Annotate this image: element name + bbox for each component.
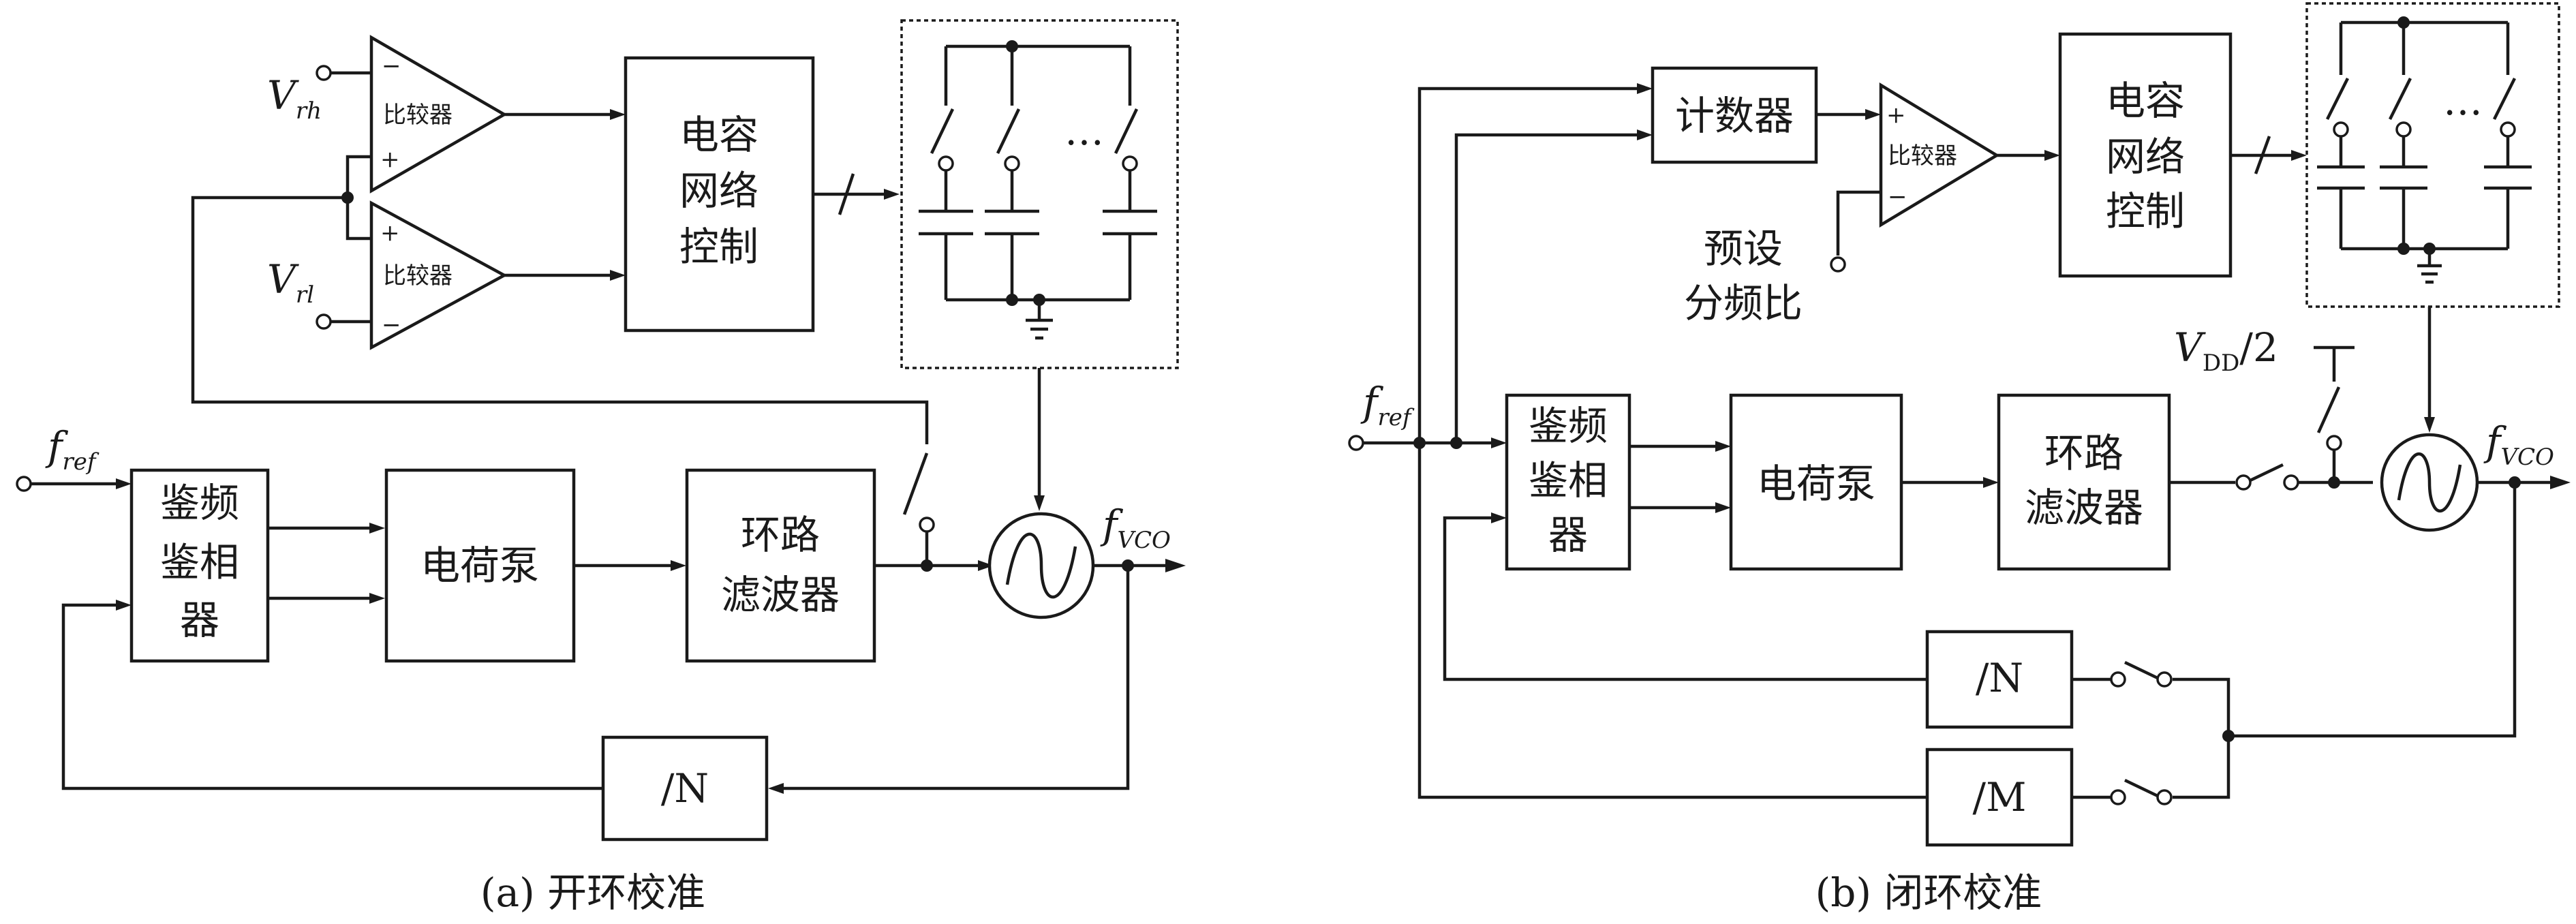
loop-filter-b-line-2: 滤波器 bbox=[2025, 484, 2143, 531]
counter-label: 计数器 bbox=[1675, 93, 1794, 139]
comparator-b: + − 比较器 bbox=[1879, 82, 2000, 228]
loop-filter-block-a bbox=[685, 468, 876, 663]
comparator-plus-sign: + bbox=[380, 146, 400, 173]
divider-n-label-b: /N bbox=[1976, 655, 2023, 701]
preset-line-2: 分频比 bbox=[1684, 280, 1803, 326]
cap-control-b-line-2: 网络 bbox=[2106, 134, 2185, 180]
cap-control-line-1: 电容 bbox=[679, 112, 758, 158]
pfd-b-line-3: 器 bbox=[1548, 512, 1588, 558]
charge-pump-label-a: 电荷泵 bbox=[420, 542, 539, 589]
fref-label-a: fref bbox=[45, 423, 99, 476]
cap-bank-b-ellipsis: … bbox=[2443, 78, 2483, 124]
vrl-terminal bbox=[316, 313, 332, 330]
divider-m-block-b bbox=[1925, 748, 2074, 847]
cap-control-line-2: 网络 bbox=[679, 168, 758, 214]
preset-terminal bbox=[1830, 256, 1846, 273]
caption-a: (a) 开环校准 bbox=[480, 869, 705, 916]
pfd-line-3: 器 bbox=[180, 597, 219, 643]
fref-terminal-b bbox=[1348, 435, 1364, 451]
vco-b bbox=[2380, 433, 2479, 532]
pfd-block-b bbox=[1505, 393, 1631, 571]
divider-m-label-b: /M bbox=[1973, 774, 2027, 820]
fvco-label-a: fVCO bbox=[1100, 502, 1171, 554]
vdd-label: VDD/2 bbox=[2174, 324, 2278, 377]
open-loop-diagram: − + 比较器 + − 比较器 Vrh Vrl 电容 网络 控制 bbox=[16, 19, 1186, 916]
comparator-minus-sign: − bbox=[382, 52, 401, 80]
comparator-b-plus: + bbox=[1886, 102, 1906, 129]
loop-filter-line-1: 环路 bbox=[741, 512, 820, 558]
pfd-line-1: 鉴频 bbox=[160, 480, 239, 526]
loop-filter-b-line-1: 环路 bbox=[2044, 430, 2123, 476]
loop-filter-line-2: 滤波器 bbox=[721, 572, 840, 618]
fvco-label-b: fVCO bbox=[2483, 418, 2554, 471]
pfd-block-a bbox=[129, 468, 270, 663]
comparator-label: 比较器 bbox=[383, 262, 453, 290]
charge-pump-label-b: 电荷泵 bbox=[1757, 461, 1875, 507]
comparator-minus-sign: − bbox=[382, 311, 401, 339]
cap-bank-ellipsis: … bbox=[1064, 108, 1104, 154]
divider-n-block-a bbox=[601, 735, 769, 842]
capacitor-bank-b: … bbox=[2305, 2, 2560, 308]
cap-network-control-block bbox=[624, 56, 815, 333]
counter-block bbox=[1651, 66, 1818, 164]
closed-loop-diagram: fref 计数器 + − 比较器 预设 分频比 电容 网络 控制 bbox=[1348, 2, 2571, 916]
charge-pump-block-b bbox=[1729, 393, 1903, 571]
pfd-line-2: 鉴相 bbox=[160, 539, 239, 585]
pfd-b-line-2: 鉴相 bbox=[1529, 457, 1608, 504]
vrh-label: Vrh bbox=[267, 72, 322, 125]
comparator-label: 比较器 bbox=[383, 102, 453, 129]
comparator-b-label: 比较器 bbox=[1888, 142, 1957, 170]
preset-line-1: 预设 bbox=[1704, 226, 1783, 272]
caption-b: (b) 闭环校准 bbox=[1815, 869, 2042, 916]
cap-control-b-line-3: 控制 bbox=[2106, 188, 2185, 234]
comparator-plus-sign: + bbox=[380, 219, 400, 247]
pfd-b-line-1: 鉴频 bbox=[1529, 403, 1608, 449]
capacitor-bank: … bbox=[900, 19, 1179, 369]
divider-n-label-a: /N bbox=[661, 765, 709, 812]
comparator-high: − + 比较器 bbox=[369, 35, 508, 194]
fref-label-b: fref bbox=[1360, 379, 1415, 431]
cap-control-line-3: 控制 bbox=[679, 224, 758, 270]
vrh-terminal bbox=[316, 65, 332, 81]
cap-control-b-line-1: 电容 bbox=[2106, 78, 2185, 124]
loop-filter-block-b bbox=[1997, 393, 2171, 571]
fref-terminal-a bbox=[16, 476, 32, 492]
vco-a bbox=[987, 512, 1095, 619]
charge-pump-block-a bbox=[384, 468, 576, 663]
comparator-b-minus: − bbox=[1888, 183, 1907, 211]
comparator-low: + − 比较器 bbox=[369, 200, 508, 350]
vrl-label: Vrl bbox=[267, 256, 314, 309]
